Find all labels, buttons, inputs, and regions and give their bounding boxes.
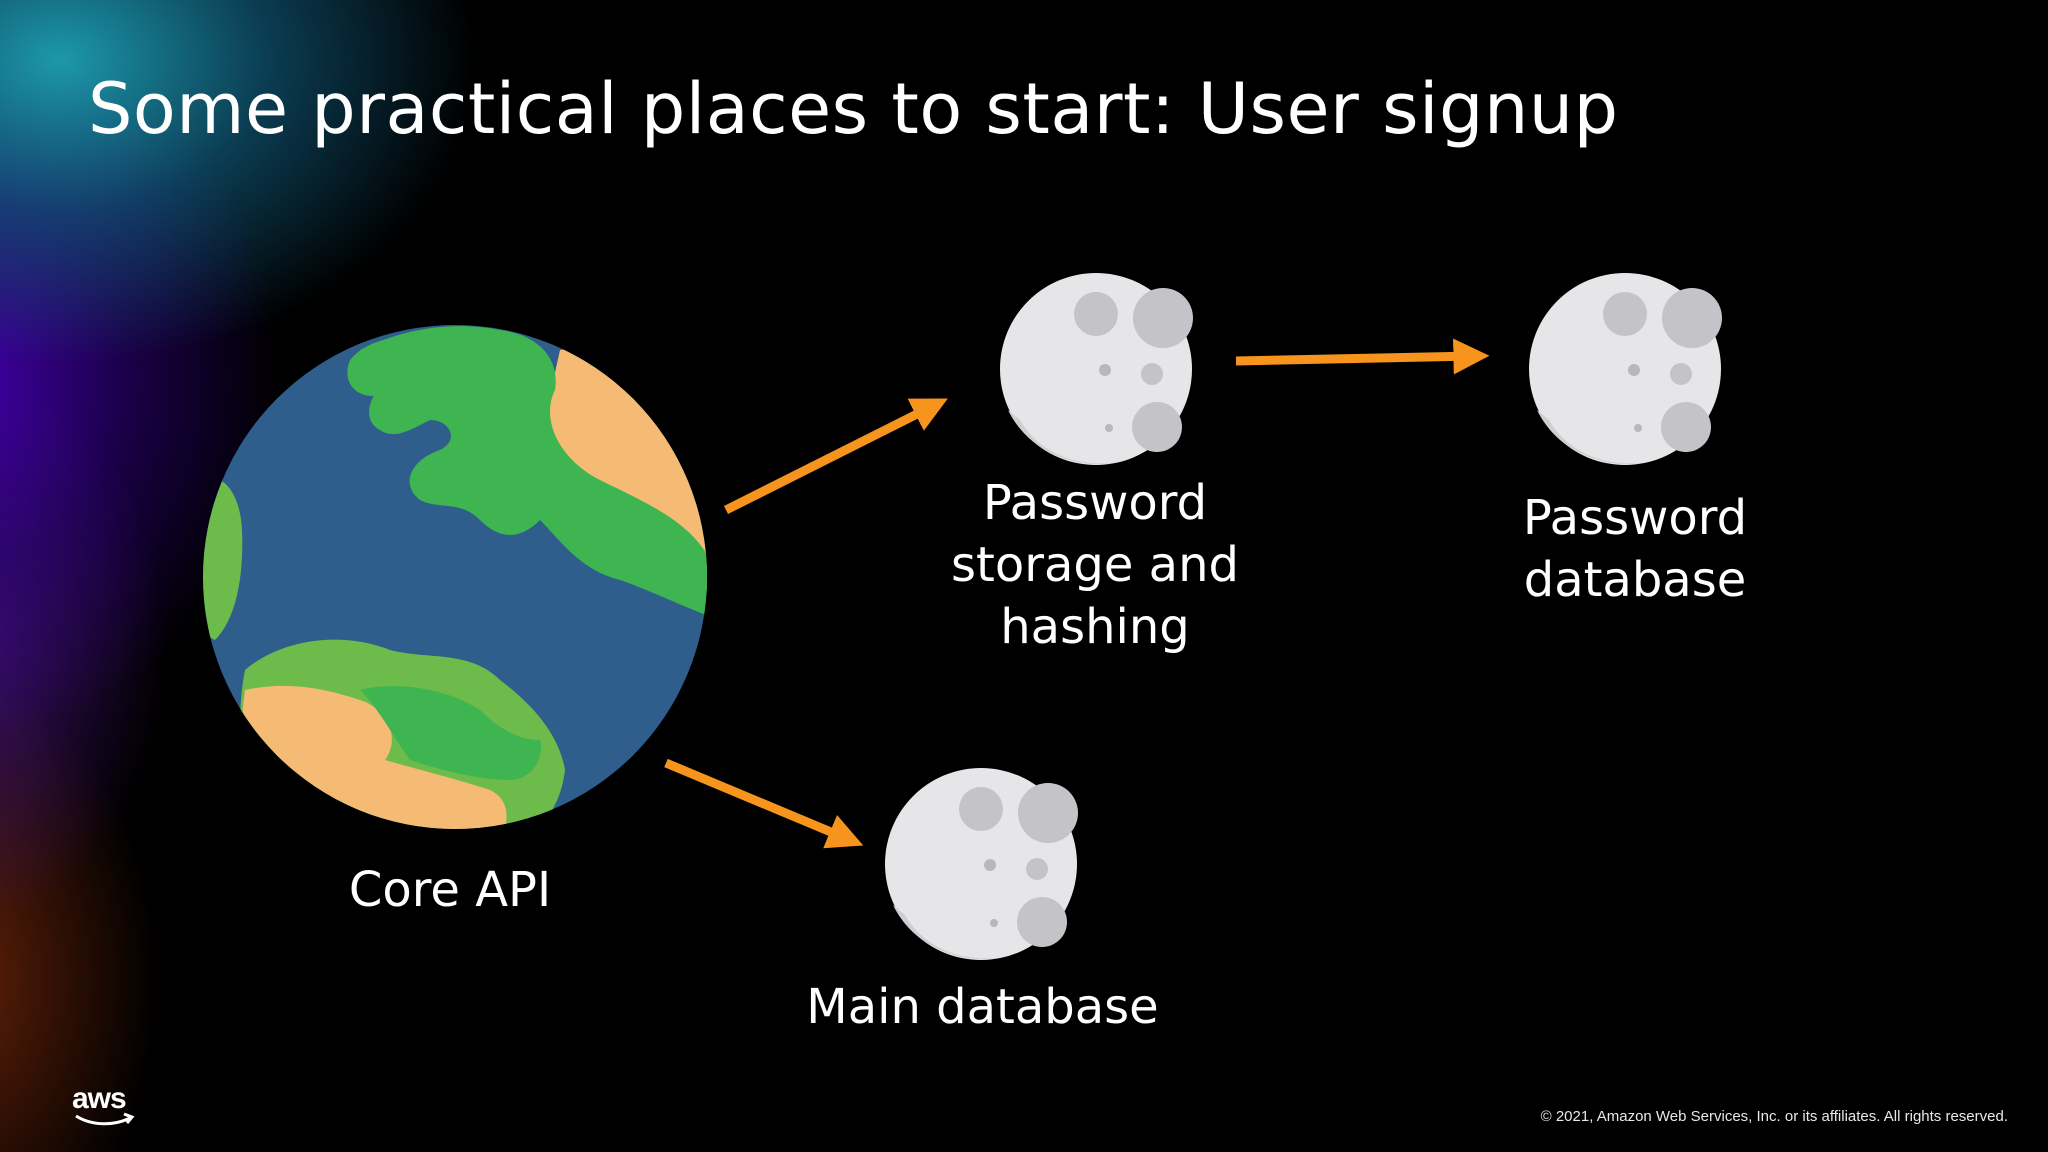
moon-icon-password-database bbox=[1529, 273, 1722, 465]
label-main-database: Main database bbox=[806, 979, 1159, 1035]
earth-icon bbox=[203, 325, 707, 829]
moon-icon-main-database bbox=[885, 768, 1078, 960]
label-core-api: Core API bbox=[348, 862, 552, 918]
arrow-core-to-password-storage bbox=[723, 398, 948, 515]
aws-smile-icon bbox=[75, 1112, 135, 1126]
arrow-core-to-main-database bbox=[664, 758, 864, 849]
copyright-footer: © 2021, Amazon Web Services, Inc. or its… bbox=[1540, 1108, 2008, 1125]
aws-logo: aws bbox=[72, 1082, 142, 1132]
moon-icon-password-storage bbox=[1000, 273, 1193, 465]
label-password-storage: Password storage and hashing bbox=[951, 475, 1239, 655]
label-password-database: Password database bbox=[1522, 490, 1748, 608]
arrow-password-storage-to-password-database bbox=[1235, 338, 1490, 375]
slide-title: Some practical places to start: User sig… bbox=[88, 68, 1619, 150]
